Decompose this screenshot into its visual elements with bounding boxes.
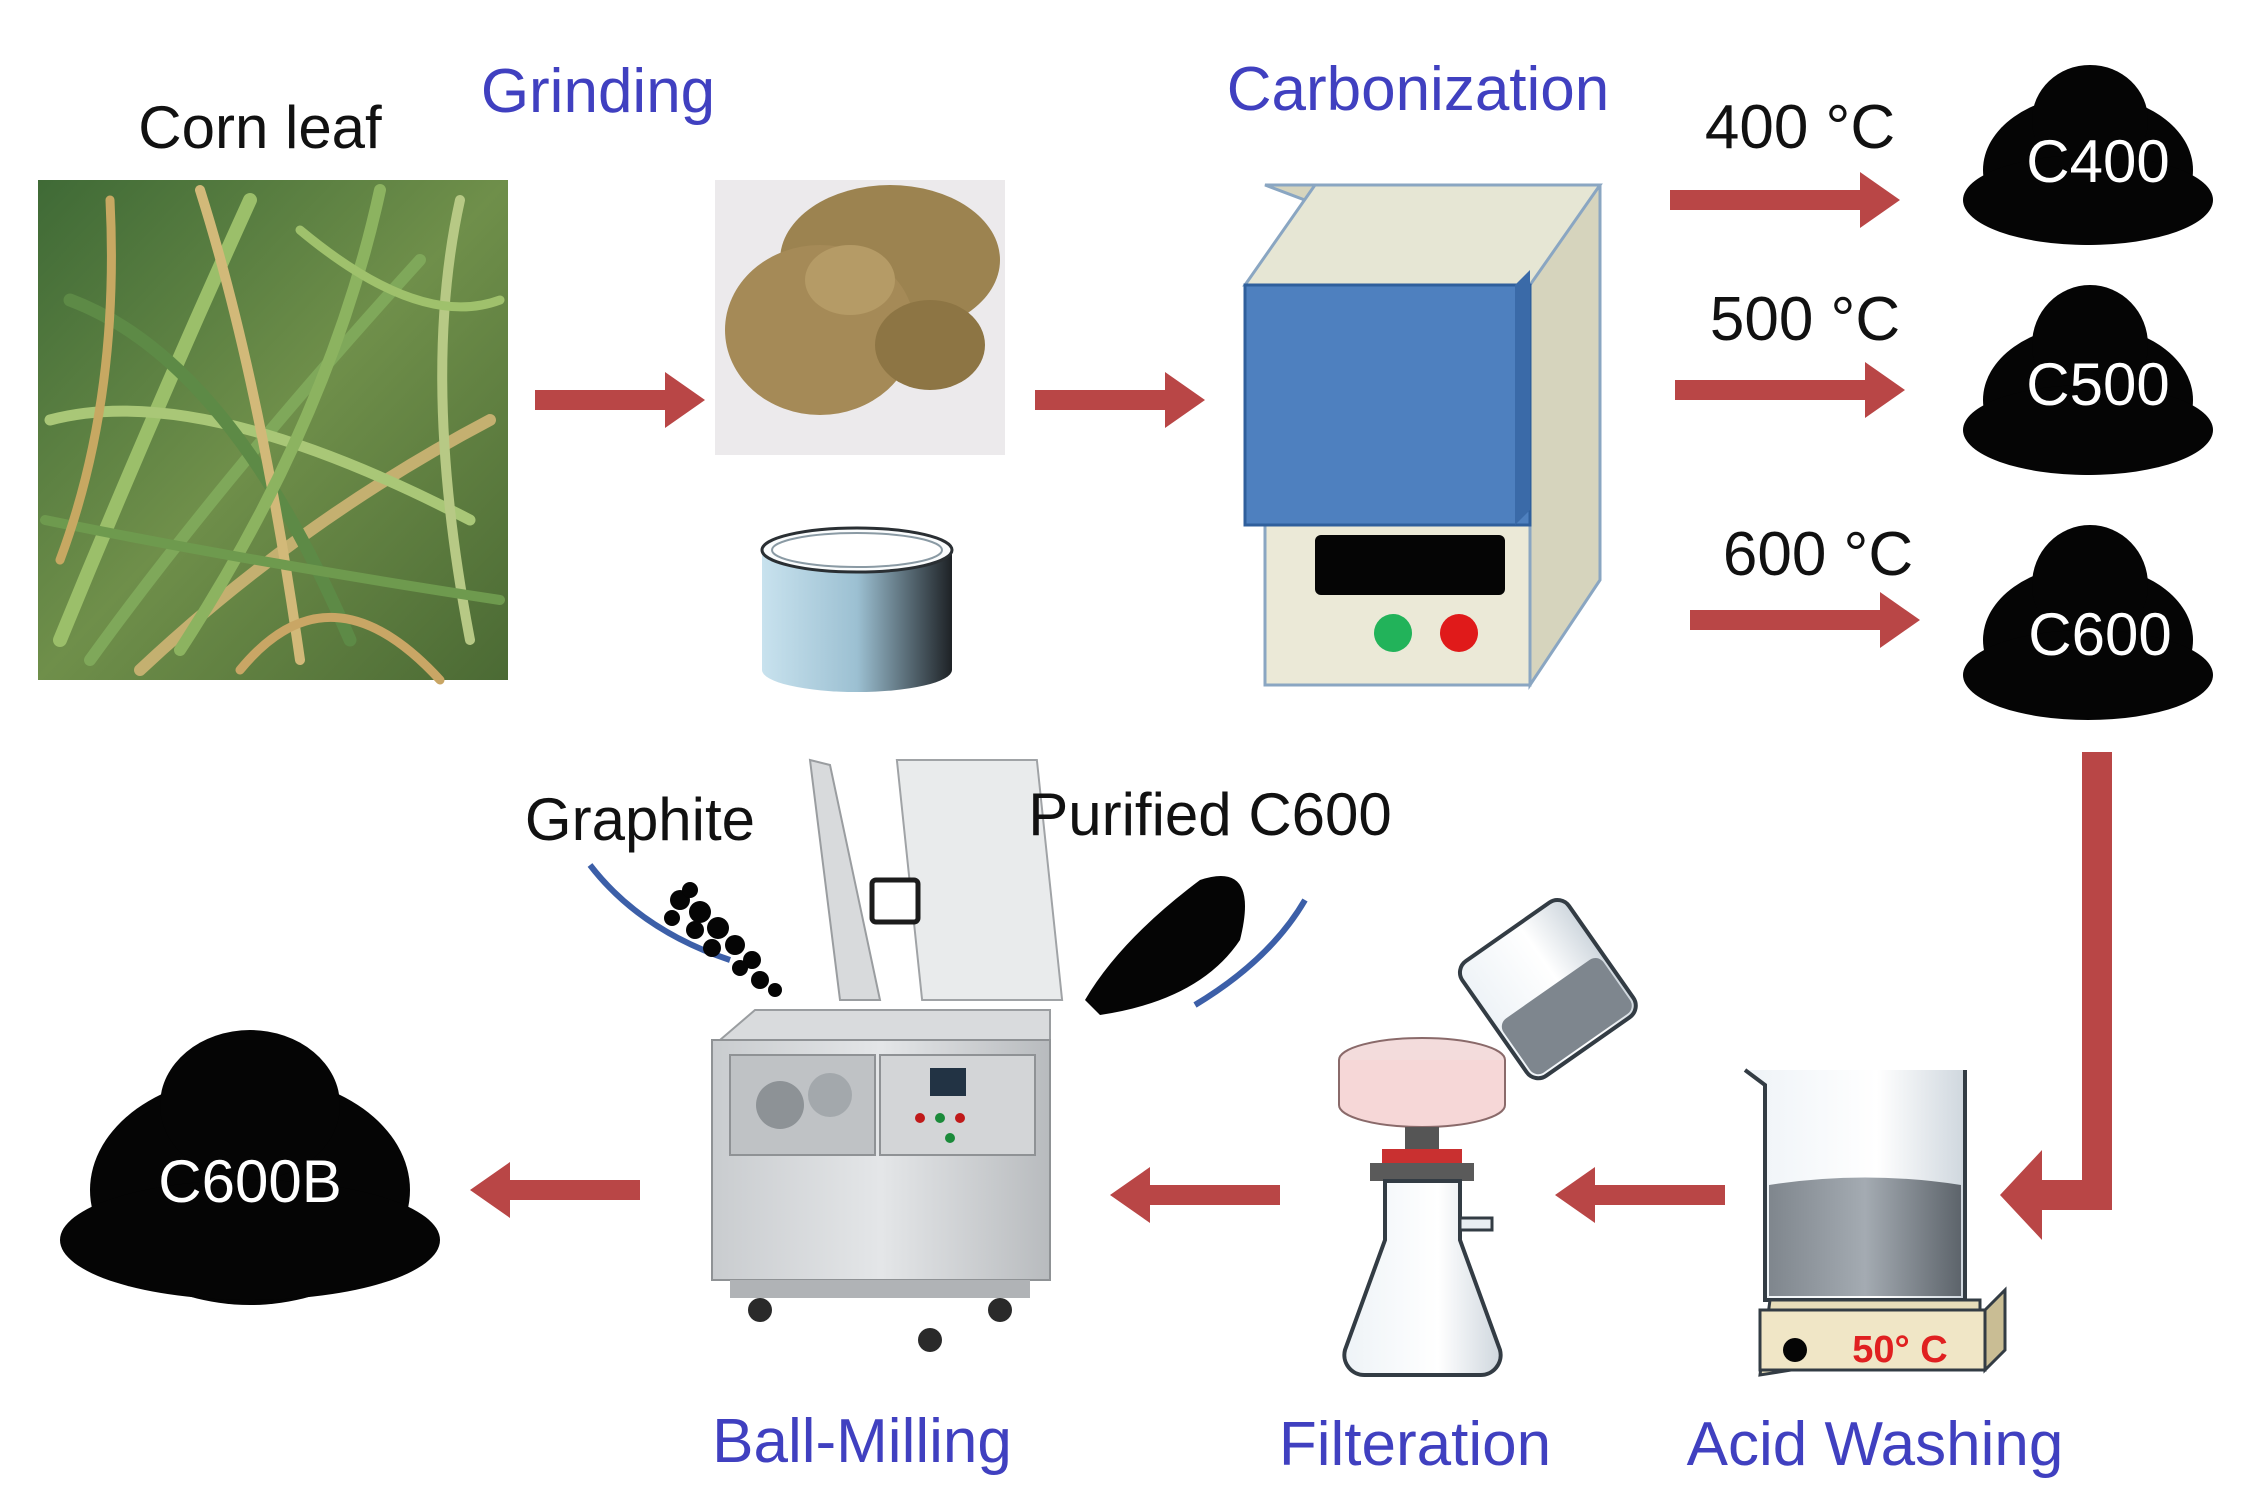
c600-powder-pile [1963,525,2213,720]
acid-washing-label: Acid Washing [1687,1410,2064,1479]
carbonization-label: Carbonization [1227,55,1610,124]
arrow-500 [1675,362,1905,418]
temp-500-label: 500 °C [1710,285,1900,354]
ball-milling-label: Ball-Milling [712,1407,1012,1476]
c400-label: C400 [2026,128,2169,195]
c600-label: C600 [2028,601,2171,668]
corn-leaf-label: Corn leaf [138,94,382,161]
arrow-400 [1670,172,1900,228]
grinder-cylinder-icon [760,526,954,692]
ball-mill-machine-icon [711,758,1064,1352]
ground-powder-photo [715,180,1005,455]
filteration-label: Filteration [1279,1410,1551,1479]
arrow-mill-to-c600b [470,1162,640,1218]
c500-powder-pile [1963,285,2213,475]
temp-600-label: 600 °C [1723,520,1913,589]
arrow-600 [1690,592,1920,648]
purified-c600-label: Purified C600 [1028,781,1392,848]
hotplate-temperature-label: 50° C [1852,1329,1947,1371]
purified-c600-scoop-icon [1085,876,1308,1015]
arrow-powder-to-furnace [1035,372,1205,428]
corn-leaf-photo [38,180,508,685]
filtration-setup-icon [1338,897,1638,1378]
c500-label: C500 [2026,351,2169,418]
furnace-icon [1242,183,1603,690]
arrow-c600-to-acid [2000,752,2112,1240]
arrow-leaf-to-powder [535,372,705,428]
c600b-label: C600B [158,1148,341,1215]
c400-powder-pile [1963,65,2213,245]
c600b-powder-pile [60,1030,440,1305]
temp-400-label: 400 °C [1705,93,1895,162]
grinding-label: Grinding [481,57,715,126]
arrow-filter-to-mill [1110,1167,1280,1223]
graphite-label: Graphite [525,786,755,853]
arrow-acid-to-filter [1555,1167,1725,1223]
acid-washing-beaker-icon [1743,1068,2007,1377]
graphite-scoop-icon [587,863,782,997]
